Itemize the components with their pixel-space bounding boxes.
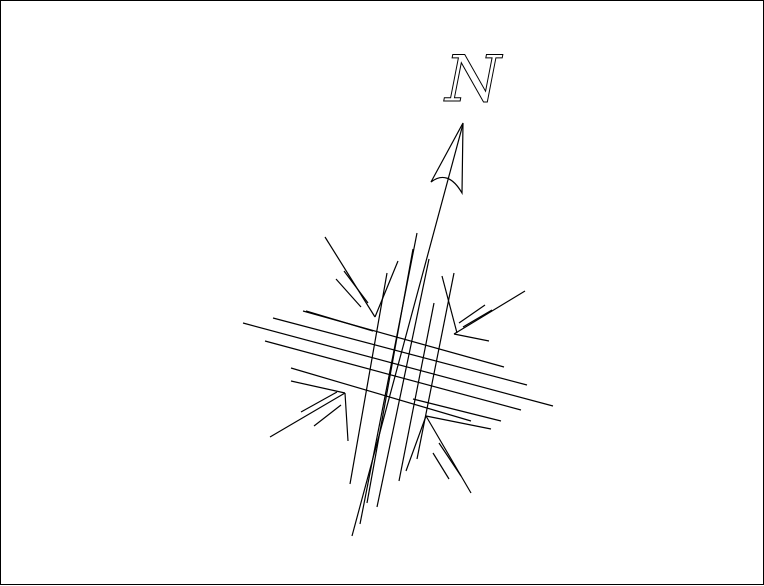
axis-we-line (291, 368, 471, 421)
chevron-ne (454, 291, 525, 334)
chevron-sw (270, 393, 345, 437)
chevron-nw (336, 279, 361, 307)
chevron-ne (459, 305, 485, 323)
chevron-ne (463, 310, 492, 327)
axis-ns-line (367, 249, 413, 503)
chevron-se (439, 443, 461, 476)
axis-ns-line (399, 303, 434, 481)
chevron-nw (306, 311, 373, 331)
axis-we-line (273, 318, 527, 385)
chevron-nw (325, 237, 375, 317)
chevron-se (426, 416, 471, 493)
chevron-nw (375, 261, 398, 317)
chevron-se (406, 416, 426, 471)
axis-we-line (265, 341, 521, 410)
chevron-se (433, 453, 449, 479)
chevron-sw (301, 392, 337, 412)
chevron-sw (345, 393, 348, 441)
north-label: N (443, 43, 503, 117)
chevron-ne (454, 334, 489, 341)
chevron-nw (344, 271, 368, 303)
chevron-se (426, 416, 491, 429)
axis-ns-line (350, 273, 387, 484)
chevron-sw (291, 381, 345, 393)
axis-we-line (243, 323, 553, 406)
